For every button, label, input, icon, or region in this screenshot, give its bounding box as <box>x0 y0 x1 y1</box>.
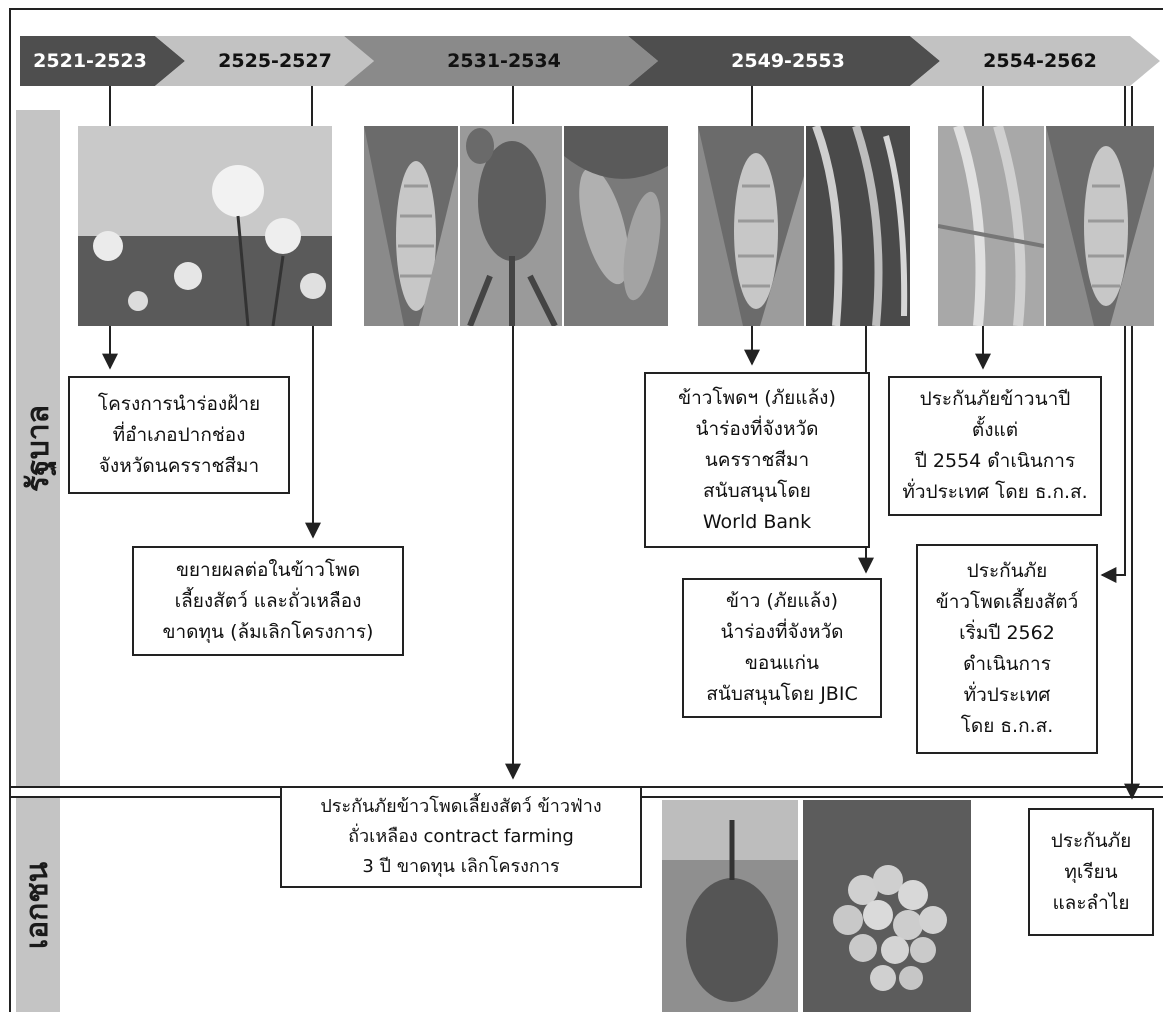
box-line: จังหวัดนครราชสีมา <box>98 454 260 477</box>
box-line: 3 ปี ขาดทุน เลิกโครงการ <box>362 856 560 877</box>
period-chevron-1 <box>20 36 185 86</box>
period-chevron-5 <box>910 36 1160 86</box>
box-line: นครราชสีมา <box>704 448 810 471</box>
period-label-3: 2531-2534 <box>447 50 561 72</box>
box-line: ดำเนินการ <box>963 653 1051 675</box>
box-line: โครงการนำร่องฝ้าย <box>97 392 261 415</box>
box-line: นำร่องที่จังหวัด <box>720 621 844 643</box>
box-line: ทั่วประเทศ <box>963 684 1051 706</box>
box-line: และลำไย <box>1052 891 1130 914</box>
rice-photo-2 <box>938 126 1044 326</box>
period-label-5: 2554-2562 <box>983 50 1097 72</box>
box-line: ข้าวโพดเลี้ยงสัตว์ <box>935 591 1079 613</box>
durian-photo <box>662 800 798 1012</box>
box-line: ขยายผลต่อในข้าวโพด <box>175 558 361 581</box>
government-sidebar: รัฐบาล <box>16 110 60 786</box>
box-line: ประกันภัย <box>966 560 1048 582</box>
cotton-photo <box>78 126 332 326</box>
box-line: ที่อำเภอปากช่อง <box>112 423 246 446</box>
corn-drought-box: ข้าวโพดฯ (ภัยแล้ง) นำร่องที่จังหวัด นครร… <box>644 372 870 548</box>
durian-longan-box: ประกันภัย ทุเรียน และลำไย <box>1028 808 1154 936</box>
box-line: ปี 2554 ดำเนินการ <box>914 450 1076 472</box>
period-chevron-2 <box>155 36 374 86</box>
box-line: ทุเรียน <box>1064 860 1118 883</box>
box-line: เริ่มปี 2562 <box>959 622 1055 644</box>
box-line: World Bank <box>702 510 812 533</box>
box-line: นำร่องที่จังหวัด <box>695 417 819 440</box>
period-label-2: 2525-2527 <box>218 50 332 72</box>
corn-insurance-box: ประกันภัย ข้าวโพดเลี้ยงสัตว์ เริ่มปี 256… <box>916 544 1098 754</box>
private-crops-box: ประกันภัยข้าวโพดเลี้ยงสัตว์ ข้าวฟ่าง ถั่… <box>280 786 642 888</box>
rice-drought-box: ข้าว (ภัยแล้ง) นำร่องที่จังหวัด ขอนแก่น … <box>682 578 882 718</box>
box-line: สนับสนุนโดย JBIC <box>706 683 858 705</box>
corn-photo-3 <box>1046 126 1154 326</box>
box-line: ประกันภัยข้าวโพดเลี้ยงสัตว์ ข้าวฟ่าง <box>320 796 602 817</box>
extension-box: ขยายผลต่อในข้าวโพด เลี้ยงสัตว์ และถั่วเห… <box>132 546 404 656</box>
period-chevron-3 <box>344 36 658 86</box>
sorghum-photo <box>460 126 562 326</box>
box-line: ประกันภัย <box>1050 829 1132 852</box>
box-line: ขาดทุน (ล้มเลิกโครงการ) <box>162 620 374 643</box>
box-line: สนับสนุนโดย <box>703 479 811 502</box>
box-line: ข้าวโพดฯ (ภัยแล้ง) <box>678 386 836 409</box>
box-line: เลี้ยงสัตว์ และถั่วเหลือง <box>174 589 362 612</box>
box-line: ข้าว (ภัยแล้ง) <box>725 590 838 612</box>
private-sidebar: เอกชน <box>16 798 60 1012</box>
period-chevron-4 <box>628 36 940 86</box>
longan-photo <box>803 800 971 1012</box>
rice-insurance-box: ประกันภัยข้าวนาปี ตั้งแต่ ปี 2554 ดำเนิน… <box>888 376 1102 516</box>
box-line: ถั่วเหลือง contract farming <box>348 826 574 847</box>
connectors <box>102 86 1140 800</box>
box-line: ตั้งแต่ <box>971 419 1019 441</box>
box-line: ทั่วประเทศ โดย ธ.ก.ส. <box>902 481 1088 503</box>
cotton-pilot-box: โครงการนำร่องฝ้าย ที่อำเภอปากช่อง จังหวั… <box>68 376 290 494</box>
period-label-1: 2521-2523 <box>33 50 147 72</box>
box-line: ประกันภัยข้าวนาปี <box>919 388 1071 410</box>
private-label: เอกชน <box>20 861 56 949</box>
corn-photo-2 <box>698 126 804 326</box>
box-line: โดย ธ.ก.ส. <box>960 715 1054 737</box>
rice-photo-1 <box>806 126 910 326</box>
diagram-frame <box>9 8 1163 1012</box>
box-line: ขอนแก่น <box>744 652 820 674</box>
soybean-photo <box>564 126 668 326</box>
government-label: รัฐบาล <box>20 404 56 492</box>
period-label-4: 2549-2553 <box>731 50 845 72</box>
corn-photo-1 <box>364 126 458 326</box>
